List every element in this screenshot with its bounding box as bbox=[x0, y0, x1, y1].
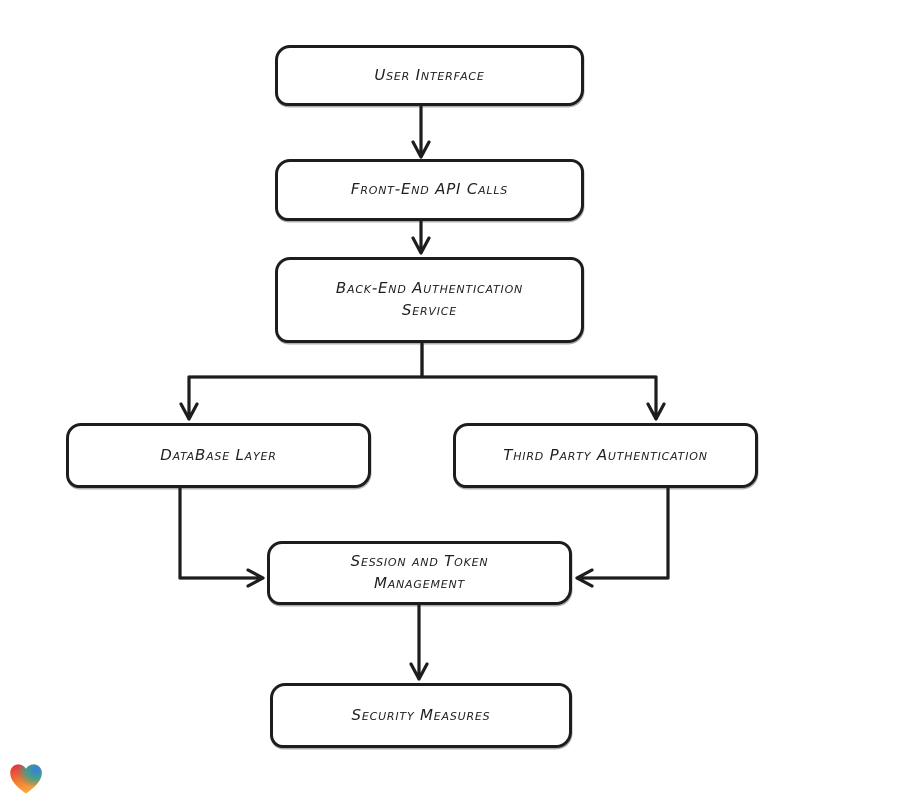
edge-thirdparty-to-session bbox=[575, 487, 670, 588]
node-label: Front-End API Calls bbox=[350, 180, 509, 199]
node-user-interface[interactable]: User Interface bbox=[275, 45, 584, 106]
node-label: Third Party Authentication bbox=[503, 445, 708, 464]
node-back-end-authentication-service[interactable]: Back-End Authentication Service bbox=[275, 257, 584, 343]
edge-database-to-session bbox=[178, 487, 265, 588]
node-label: User Interface bbox=[374, 65, 485, 84]
edge-ui-to-frontend bbox=[411, 105, 431, 159]
node-front-end-api-calls[interactable]: Front-End API Calls bbox=[275, 159, 584, 221]
edge-frontend-to-backend bbox=[411, 220, 431, 255]
node-label: DataBase Layer bbox=[160, 445, 277, 464]
node-label: Session and Token Management bbox=[350, 552, 489, 592]
node-label: Security Measures bbox=[351, 705, 491, 724]
node-session-and-token-management[interactable]: Session and Token Management bbox=[267, 541, 572, 605]
edge-backend-to-thirdparty bbox=[420, 342, 666, 421]
node-third-party-authentication[interactable]: Third Party Authentication bbox=[453, 423, 758, 488]
edge-session-to-security bbox=[409, 604, 429, 681]
node-database-layer[interactable]: DataBase Layer bbox=[66, 423, 371, 488]
edge-backend-to-database bbox=[179, 342, 424, 421]
node-security-measures[interactable]: Security Measures bbox=[270, 683, 572, 748]
node-label: Back-End Authentication Service bbox=[335, 279, 524, 319]
heart-icon bbox=[10, 764, 42, 794]
heart-logo[interactable] bbox=[8, 761, 44, 797]
